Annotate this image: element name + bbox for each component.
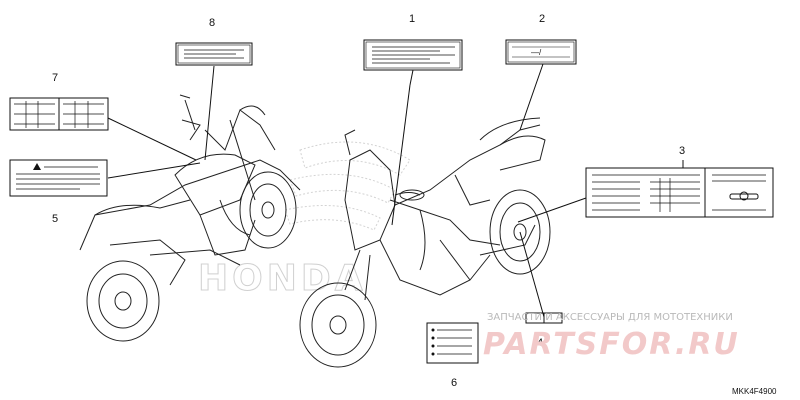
label-2-text: —/ [531,48,542,57]
label-4 [525,312,563,324]
label-7 [9,97,109,131]
honda-brand-text: HONDA [198,258,367,299]
label-8 [175,42,253,66]
diagram-code: MKK4F4900 [732,387,777,396]
callout-6: 6 [451,377,457,389]
label-2: —/ [505,39,577,65]
callout-2: 2 [539,13,545,25]
watermark-tagline: ЗАПЧАСТИ И АКСЕССУАРЫ ДЛЯ МОТОТЕХНИКИ [487,312,733,323]
motorcycle-left-view [79,94,301,342]
callout-1: 1 [409,13,415,25]
callout-5: 5 [52,213,58,225]
callout-4: 4 [537,337,543,349]
callout-8: 8 [209,17,215,29]
wrench-icon [729,191,759,201]
callout-3: 3 [679,145,685,157]
callout-numbers: 1 2 3 4 5 6 7 8 [52,13,685,389]
motorcycle-right-view [299,117,551,368]
site-watermark: ЗАПЧАСТИ И АКСЕССУАРЫ ДЛЯ МОТОТЕХНИКИ PA… [483,312,740,362]
warning-icon [33,163,41,170]
label-5 [9,159,108,197]
label-6 [426,322,479,364]
label-3 [585,167,774,218]
callout-7: 7 [52,72,58,84]
label-1 [363,39,463,71]
honda-wing-background: HONDA [198,141,411,300]
watermark-logo: PARTSFOR.RU [483,327,740,362]
leader-lines [107,63,684,318]
